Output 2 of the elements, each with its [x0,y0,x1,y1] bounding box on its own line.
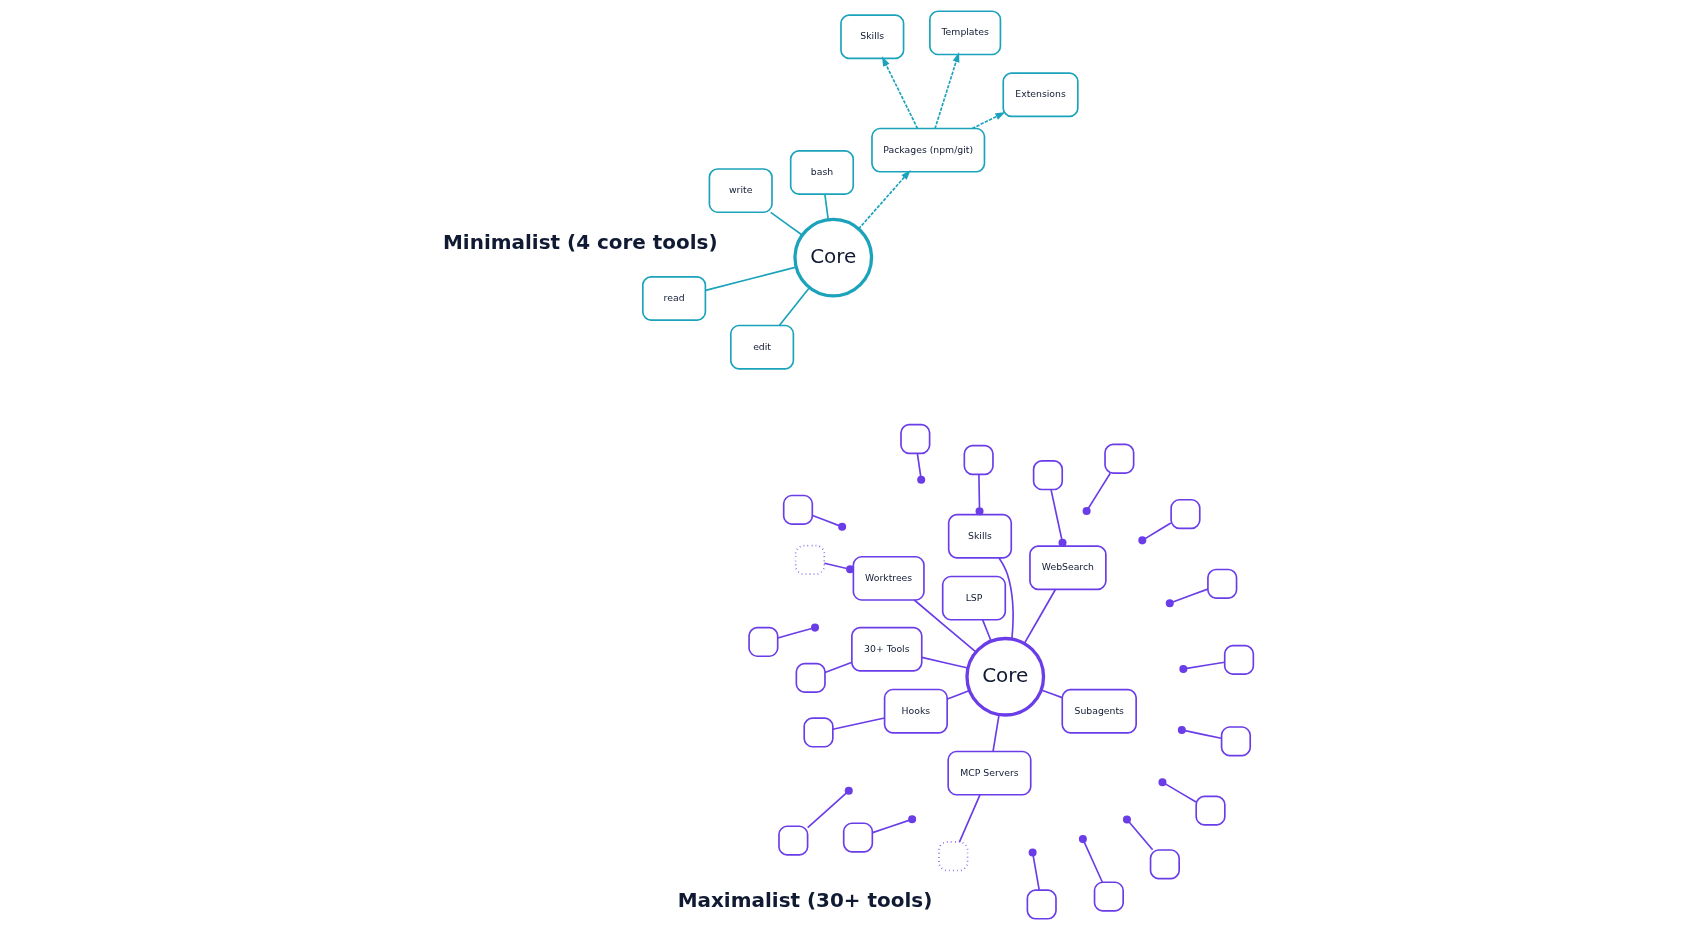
label: Minimalist (4 core tools) [442,229,718,254]
label: Maximalist (30+ tools) [677,888,933,913]
